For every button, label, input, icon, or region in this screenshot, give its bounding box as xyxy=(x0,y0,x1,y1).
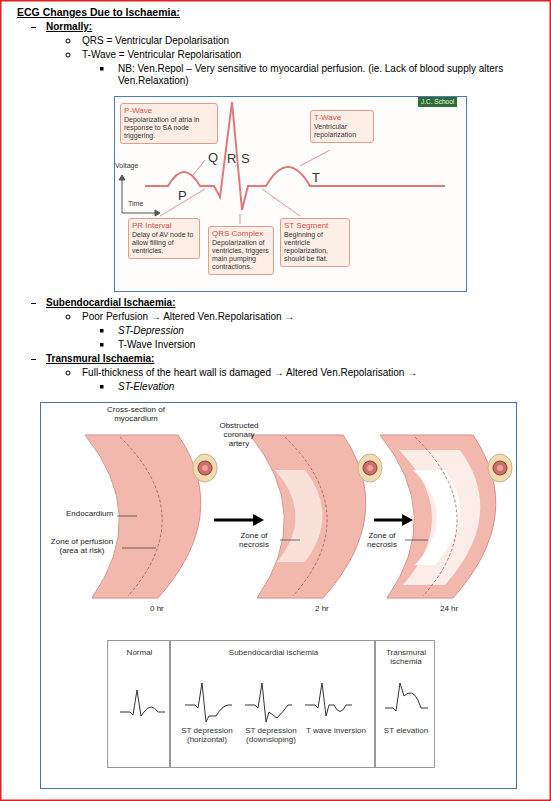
callout-box: T-WaveVentricular repolarization xyxy=(310,110,374,143)
figure-label: Endocardium xyxy=(66,510,113,519)
note-text: NB: Ven.Repol – Very sensitive to myocar… xyxy=(118,63,528,87)
wave-letter: Q xyxy=(208,150,218,166)
wave-letter: R xyxy=(227,151,236,167)
note-text: ST-Depression xyxy=(118,325,184,337)
watermark: J.C. School xyxy=(418,97,457,107)
myocardium-section xyxy=(250,435,382,598)
callout-heading: T-Wave xyxy=(314,113,370,123)
ecg-panel-box: Normal xyxy=(107,640,170,768)
note-text: Full-thickness of the heart wall is dama… xyxy=(82,367,417,379)
callout-body: Depolarization of atria in response to S… xyxy=(124,116,214,140)
note-text: T-Wave = Ventricular Repolarisation xyxy=(82,49,241,61)
axes xyxy=(119,175,160,216)
wave-letter: P xyxy=(178,188,187,204)
bullet-markers xyxy=(31,28,104,389)
panel-title: Normal xyxy=(108,649,171,658)
time-label: 24 hr xyxy=(440,605,458,614)
panel-caption: T wave inversion xyxy=(306,727,366,736)
page-title: ECG Changes Due to Ischaemia: xyxy=(17,6,180,19)
panel-caption: ST elevation xyxy=(376,727,436,736)
panel-caption: ST depression (downsloping) xyxy=(241,727,301,745)
axis-label: Time xyxy=(128,200,143,208)
myocardium-section xyxy=(380,435,512,598)
callout-heading: QRS Complex xyxy=(212,229,270,239)
note-text: QRS = Ventricular Depolarisation xyxy=(82,35,229,47)
figure-label: Zone of necrosis xyxy=(358,532,406,550)
time-label: 0 hr xyxy=(150,605,164,614)
callout-body: Depolarization of ventricles, triggers m… xyxy=(212,239,270,271)
panel-title: Transmural ischemia xyxy=(376,649,436,667)
callout-heading: PR Interval xyxy=(132,221,196,231)
callout-box: PR IntervalDelay of AV node to allow fil… xyxy=(128,218,200,259)
callout-heading: ST Segment xyxy=(284,221,346,231)
note-text: Poor Perfusion → Altered Ven.Repolarisat… xyxy=(82,311,294,323)
note-text: ST-Elevation xyxy=(118,381,174,393)
figure-frame xyxy=(41,403,517,789)
callout-body: Beginning of ventricle repolarization, s… xyxy=(284,231,346,263)
wave-letter: T xyxy=(312,170,320,186)
axis-label: Voltage xyxy=(115,162,138,170)
time-label: 2 hr xyxy=(315,605,329,614)
figure-label: Obstructed coronary artery xyxy=(214,422,264,448)
figure-label: Cross-section of myocardium xyxy=(100,406,172,424)
ecg-panel-box: Transmural ischemia ST elevation xyxy=(375,640,435,768)
callout-body: Delay of AV node to allow filling of ven… xyxy=(132,231,196,255)
callout-box: ST SegmentBeginning of ventricle repolar… xyxy=(280,218,350,267)
callout-heading: P-Wave xyxy=(124,106,214,116)
figure-label: Zone of perfusion (area at risk) xyxy=(44,538,120,556)
figure-label: Zone of necrosis xyxy=(230,532,278,550)
callout-box: P-WaveDepolarization of atria in respons… xyxy=(120,103,218,144)
section-heading: Normally: xyxy=(46,21,92,33)
callout-box: QRS ComplexDepolarization of ventricles,… xyxy=(208,226,274,275)
note-text: T-Wave Inversion xyxy=(118,339,195,351)
panel-caption: ST depression (horizontal) xyxy=(179,727,235,745)
panel-title: Subendocardial ischemia xyxy=(171,649,376,658)
section-heading: Subendocardial Ischaemia: xyxy=(46,297,176,309)
leader-lines xyxy=(160,150,330,224)
callout-body: Ventricular repolarization xyxy=(314,123,370,139)
section-heading: Transmural Ischaemia: xyxy=(46,353,154,365)
figure-frame xyxy=(115,97,467,292)
ecg-mini-traces xyxy=(120,683,428,722)
ecg-panel-box: Subendocardial ischemia ST depression (ho… xyxy=(170,640,375,768)
wave-letter: S xyxy=(241,151,250,167)
progress-arrows xyxy=(214,514,413,526)
